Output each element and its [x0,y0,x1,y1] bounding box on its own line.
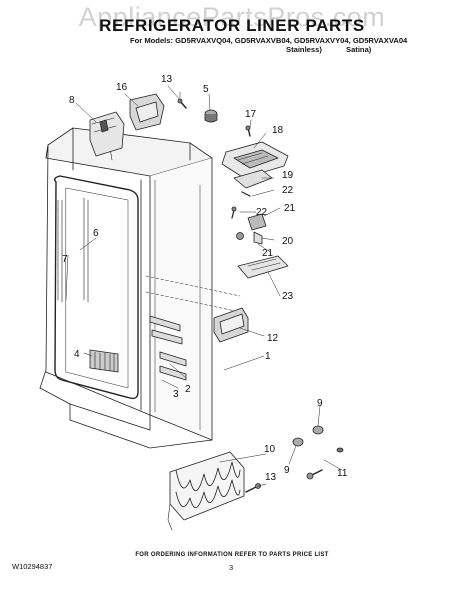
part-5-knob [204,109,218,123]
part-9-bumpers [292,425,344,453]
callout-6: 6 [93,228,99,239]
callout-23: 23 [282,291,294,302]
variant-satina: Satina) [346,45,372,54]
part-12-housing [213,307,249,343]
callout-10: 10 [264,444,276,455]
variant-stainless: Stainless) [286,45,322,54]
callout-20: 20 [282,236,294,247]
callout-19: 19 [282,170,294,181]
callout-18: 18 [272,125,284,136]
page-title: REFRIGERATOR LINER PARTS [99,16,365,35]
callout-21b: 21 [262,248,274,259]
callout-17: 17 [245,109,257,120]
callout-7: 7 [62,254,68,265]
part-4-grille [89,349,119,373]
ordering-note: FOR ORDERING INFORMATION REFER TO PARTS … [135,552,329,558]
callout-4: 4 [74,349,80,360]
part-22-screws [231,191,251,219]
part-11-screw [306,469,323,480]
callouts: 1 2 3 4 5 6 7 8 9 9 10 11 12 13 13 16 17… [62,74,348,483]
exploded-parts-diagram: 1 2 3 4 5 6 7 8 9 9 10 11 12 13 13 16 17… [39,74,348,531]
callout-13b: 13 [265,472,277,483]
part-13-screw-bottom [245,483,261,493]
callout-2: 2 [185,384,191,395]
part-18-light-housing [221,141,289,179]
callout-1: 1 [265,351,271,362]
part-20-21-socket [236,213,267,245]
callout-8: 8 [69,95,75,106]
part-17-fastener [245,125,251,137]
models-line: For Models: GD5RVAXVQ04, GD5RVAXVB04, GD… [130,36,408,45]
part-23-light-cover [237,255,289,279]
watermark: AppliancePartsPros.com [78,2,386,32]
leader-lines [65,85,343,487]
page-number: 3 [229,563,234,572]
callout-22a: 22 [282,185,294,196]
callout-12: 12 [267,333,279,344]
callout-11: 11 [337,468,348,479]
callout-21a: 21 [284,203,296,214]
liner-assembly [39,127,241,449]
callout-5: 5 [203,84,209,95]
callout-9a: 9 [317,398,323,409]
part-13-screw-top [177,91,187,109]
part-8-housing [89,111,125,157]
callout-13a: 13 [161,74,173,85]
callout-9b: 9 [284,465,290,476]
callout-3: 3 [173,389,179,400]
callout-22b: 22 [256,207,268,218]
part-16-bracket [129,93,165,131]
document-number: W10294837 [12,562,53,571]
part-10-evaporator [167,451,245,531]
callout-16: 16 [116,82,128,93]
